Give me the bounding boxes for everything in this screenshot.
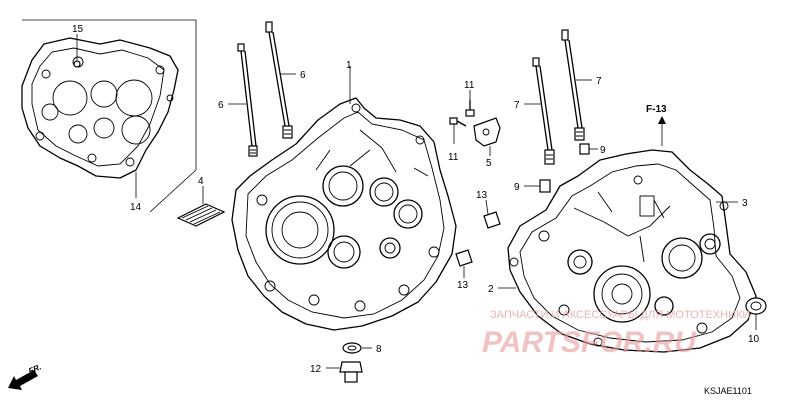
sealing-washer-8 (342, 342, 372, 354)
oil-strainer-screen (176, 186, 226, 227)
callout-14: 14 (130, 202, 142, 213)
callout-13-upper: 13 (476, 190, 488, 201)
callout-9-lower: 9 (514, 182, 520, 193)
callout-4: 4 (198, 176, 204, 187)
callout-13-lower: 13 (457, 280, 469, 291)
dowel-pin-13-upper (483, 199, 501, 229)
dowel-pin-9-upper (579, 143, 598, 155)
callout-7-left: 7 (514, 100, 520, 111)
dowel-pin-13-lower (455, 249, 473, 278)
bolt-11-upper (465, 90, 475, 117)
callout-2: 2 (488, 284, 494, 295)
setting-plate-5 (473, 117, 501, 156)
callout-7-right: 7 (596, 76, 602, 87)
callout-8: 8 (376, 344, 382, 355)
callout-11-lower: 11 (448, 152, 459, 163)
reference-f13-arrow (658, 116, 666, 146)
dowel-pin-15 (73, 34, 81, 68)
stud-bolt-6-right (265, 21, 293, 139)
bolt-11-lower (449, 117, 467, 144)
callout-15: 15 (72, 24, 84, 35)
watermark-logo: PARTSFOR.RU (482, 326, 697, 359)
left-crankcase (231, 97, 457, 331)
callout-6-right: 6 (300, 70, 306, 81)
front-direction-arrow: FR. (8, 362, 43, 390)
callout-12: 12 (310, 364, 322, 375)
inset-frame (22, 19, 197, 213)
right-crankcase (507, 149, 757, 353)
callout-9-upper: 9 (600, 145, 606, 156)
callout-10: 10 (748, 334, 760, 345)
dowel-pin-9-lower (524, 179, 551, 193)
callout-5: 5 (486, 158, 492, 169)
callout-6-left: 6 (218, 100, 224, 111)
reference-f13: F-13 (646, 104, 667, 115)
drain-bolt-12 (326, 361, 363, 383)
stud-bolt-6-left (237, 43, 258, 157)
diagram-code: KSJAE1101 (704, 386, 752, 396)
stud-bolt-7-right (561, 29, 585, 141)
crankcase-gasket (21, 37, 179, 179)
stud-bolt-7-left (532, 57, 555, 165)
watermark-tagline: ЗАПЧАСТИ И АКСЕССУАРЫ ДЛЯ МОТОТЕХНИКИ (490, 309, 750, 321)
front-label: FR. (27, 362, 42, 375)
callout-1: 1 (346, 60, 352, 71)
callout-3: 3 (742, 198, 748, 209)
oil-seal-10 (745, 297, 767, 330)
callout-11-upper: 11 (464, 80, 475, 91)
